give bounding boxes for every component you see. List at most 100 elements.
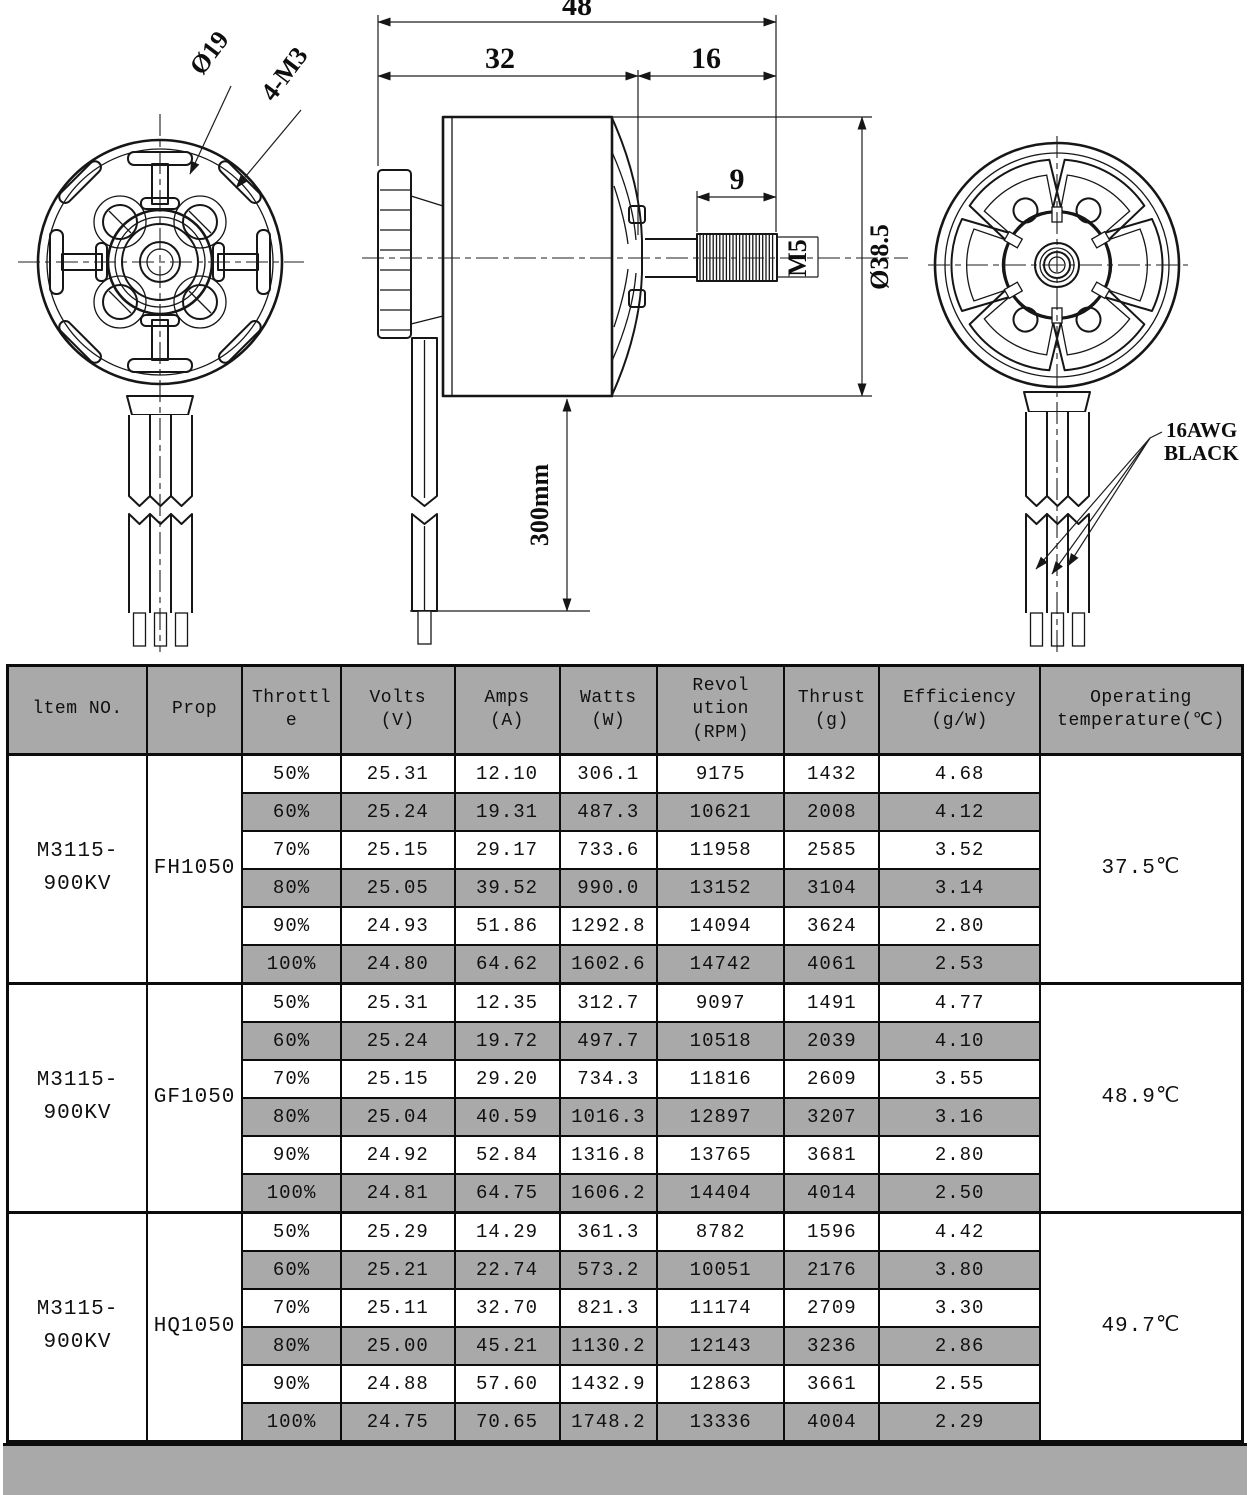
- value-cell-thrust: 2585: [783, 830, 881, 870]
- value-cell-watts: 1432.9: [558, 1364, 659, 1404]
- value-cell-amps: 29.20: [453, 1059, 561, 1099]
- value-cell-thrust: 1596: [783, 1211, 881, 1252]
- value-cell-thrust: 3207: [783, 1097, 881, 1137]
- value-cell-amps: 51.86: [453, 906, 561, 946]
- mount-holes: [93, 195, 227, 329]
- value-cell-watts: 1748.2: [558, 1402, 659, 1443]
- temp-cell-1: 48.9℃: [1038, 982, 1244, 1214]
- value-cell-rpm: 14094: [656, 906, 786, 946]
- value-cell-volts: 25.24: [339, 792, 456, 832]
- value-cell-watts: 1130.2: [558, 1326, 659, 1366]
- value-cell-amps: 64.75: [453, 1173, 561, 1214]
- temp-cell-2: 49.7℃: [1038, 1211, 1244, 1443]
- value-cell-thrust: 2008: [783, 792, 881, 832]
- value-cell-eff: 4.77: [878, 982, 1041, 1023]
- value-cell-amps: 45.21: [453, 1326, 561, 1366]
- value-cell-throttle: 70%: [241, 1059, 342, 1099]
- value-cell-thrust: 3104: [783, 868, 881, 908]
- table-footer-band: [3, 1443, 1247, 1495]
- value-cell-eff: 3.30: [878, 1288, 1041, 1328]
- value-cell-throttle: 60%: [241, 1250, 342, 1290]
- value-cell-rpm: 13765: [656, 1135, 786, 1175]
- side-view: 48 32 16 9 M5 Ø38.5 300mm: [362, 0, 908, 645]
- value-cell-rpm: 11816: [656, 1059, 786, 1099]
- value-cell-watts: 306.1: [558, 753, 659, 794]
- value-cell-rpm: 12897: [656, 1097, 786, 1137]
- value-cell-volts: 24.81: [339, 1173, 456, 1214]
- value-cell-eff: 3.16: [878, 1097, 1041, 1137]
- value-cell-throttle: 80%: [241, 1326, 342, 1366]
- value-cell-eff: 3.52: [878, 830, 1041, 870]
- value-cell-rpm: 11174: [656, 1288, 786, 1328]
- value-cell-watts: 487.3: [558, 792, 659, 832]
- value-cell-thrust: 1491: [783, 982, 881, 1023]
- value-cell-volts: 25.05: [339, 868, 456, 908]
- value-cell-volts: 25.29: [339, 1211, 456, 1252]
- value-cell-rpm: 11958: [656, 830, 786, 870]
- value-cell-throttle: 100%: [241, 1173, 342, 1214]
- value-cell-volts: 25.04: [339, 1097, 456, 1137]
- value-cell-watts: 1602.6: [558, 944, 659, 985]
- column-header-6: Revol ution (RPM): [656, 664, 786, 756]
- item-no-cell-0: M3115- 900KV: [6, 753, 149, 985]
- value-cell-throttle: 60%: [241, 792, 342, 832]
- dim-32-label: 32: [485, 42, 515, 75]
- value-cell-watts: 733.6: [558, 830, 659, 870]
- value-cell-eff: 4.42: [878, 1211, 1041, 1252]
- value-cell-watts: 497.7: [558, 1021, 659, 1061]
- column-header-3: Volts (V): [339, 664, 456, 756]
- value-cell-amps: 32.70: [453, 1288, 561, 1328]
- value-cell-amps: 40.59: [453, 1097, 561, 1137]
- value-cell-eff: 2.50: [878, 1173, 1041, 1214]
- value-cell-volts: 25.24: [339, 1021, 456, 1061]
- value-cell-eff: 4.68: [878, 753, 1041, 794]
- prop-cell-1: GF1050: [146, 982, 244, 1214]
- value-cell-volts: 25.31: [339, 753, 456, 794]
- column-header-5: Watts (W): [558, 664, 659, 756]
- value-cell-throttle: 50%: [241, 982, 342, 1023]
- value-cell-rpm: 10518: [656, 1021, 786, 1061]
- value-cell-throttle: 90%: [241, 906, 342, 946]
- prop-cell-0: FH1050: [146, 753, 244, 985]
- value-cell-rpm: 9097: [656, 982, 786, 1023]
- value-cell-watts: 734.3: [558, 1059, 659, 1099]
- value-cell-watts: 1292.8: [558, 906, 659, 946]
- value-cell-amps: 52.84: [453, 1135, 561, 1175]
- value-cell-watts: 361.3: [558, 1211, 659, 1252]
- item-no-cell-1: M3115- 900KV: [6, 982, 149, 1214]
- value-cell-volts: 24.93: [339, 906, 456, 946]
- prop-cell-2: HQ1050: [146, 1211, 244, 1443]
- value-cell-eff: 2.80: [878, 1135, 1041, 1175]
- value-cell-amps: 39.52: [453, 868, 561, 908]
- value-cell-throttle: 90%: [241, 1135, 342, 1175]
- dim-48-label: 48: [562, 0, 592, 22]
- value-cell-throttle: 80%: [241, 868, 342, 908]
- value-cell-volts: 24.75: [339, 1402, 456, 1443]
- value-cell-volts: 24.80: [339, 944, 456, 985]
- value-cell-eff: 4.10: [878, 1021, 1041, 1061]
- back-view: 16AWG BLACK: [928, 136, 1239, 652]
- value-cell-rpm: 9175: [656, 753, 786, 794]
- value-cell-watts: 990.0: [558, 868, 659, 908]
- value-cell-throttle: 50%: [241, 1211, 342, 1252]
- value-cell-amps: 57.60: [453, 1364, 561, 1404]
- value-cell-watts: 1606.2: [558, 1173, 659, 1214]
- value-cell-eff: 3.80: [878, 1250, 1041, 1290]
- value-cell-throttle: 50%: [241, 753, 342, 794]
- value-cell-eff: 4.12: [878, 792, 1041, 832]
- value-cell-watts: 573.2: [558, 1250, 659, 1290]
- value-cell-thrust: 2039: [783, 1021, 881, 1061]
